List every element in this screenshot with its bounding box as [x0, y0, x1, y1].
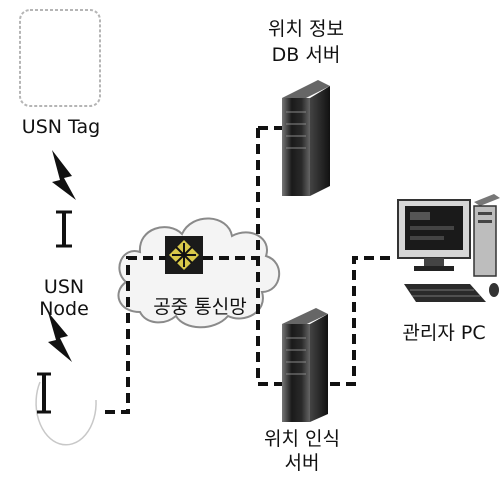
usn-node-icon [36, 374, 96, 445]
desktop-pc-icon [398, 194, 500, 302]
manager-pc-label: 관리자 PC [388, 322, 500, 344]
usn-node-label-line2: Node [22, 298, 106, 320]
public-network-label: 공중 통신망 [132, 296, 268, 318]
location-recognition-server-label-line2: 서버 [242, 452, 362, 474]
router-icon [165, 236, 203, 274]
server-icon [282, 308, 328, 422]
usn-tag-label: USN Tag [4, 116, 118, 138]
lightning-bolt-icon [52, 150, 76, 200]
location-recognition-server-label-line1: 위치 인식 [242, 428, 362, 450]
usn-tag-icon [20, 10, 100, 106]
node-pin-icon [56, 212, 72, 246]
location-db-server-label-line1: 위치 정보 [246, 18, 366, 40]
pc-link [330, 258, 396, 384]
usn-node-label-line1: USN [22, 276, 106, 298]
location-db-server-label-line2: DB 서버 [246, 44, 366, 66]
server-icon [282, 80, 330, 196]
